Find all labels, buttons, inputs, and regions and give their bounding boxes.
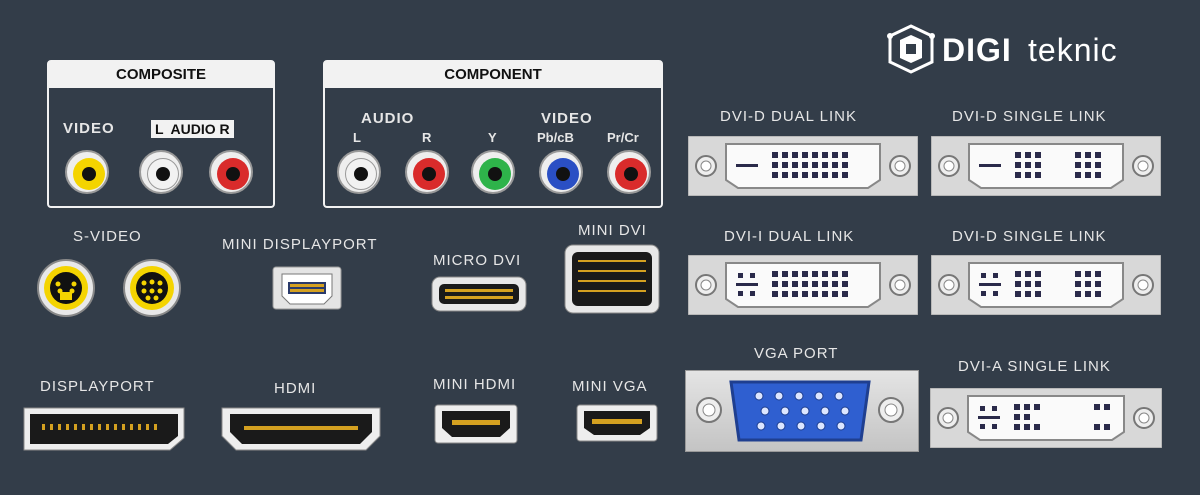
composite-video-label: VIDEO	[63, 120, 115, 137]
dvi-i-dual-label: DVI-I DUAL LINK	[724, 228, 855, 245]
component-panel: COMPONENT AUDIO VIDEO L R Y Pb/cB Pr/Cr	[323, 60, 663, 208]
dvi-a-single-label: DVI-A SINGLE LINK	[958, 358, 1111, 375]
component-sub-pb: Pb/cB	[537, 130, 574, 145]
vga-port	[696, 380, 904, 442]
mini-displayport-label: MINI DISPLAYPORT	[222, 236, 378, 253]
mini-vga-label: MINI VGA	[572, 378, 648, 395]
component-sub-y: Y	[488, 130, 498, 145]
vga-port-label: VGA PORT	[754, 345, 839, 358]
mini-displayport-port	[272, 266, 342, 310]
composite-audio-l-jack	[139, 150, 183, 194]
component-audio-label: AUDIO	[361, 110, 415, 127]
component-pb-jack	[539, 150, 583, 194]
hdmi-port	[221, 407, 381, 451]
hdmi-label: HDMI	[274, 380, 317, 397]
dvi-d-single-port-1	[931, 136, 1161, 196]
dvi-d-dual-label: DVI-D DUAL LINK	[720, 108, 857, 125]
dvi-d-single-label-1: DVI-D SINGLE LINK	[952, 108, 1107, 125]
component-video-label: VIDEO	[541, 110, 593, 127]
component-audio-l-jack	[337, 150, 381, 194]
dvi-d-single-port-2	[931, 255, 1161, 315]
composite-panel: COMPOSITE VIDEO L AUDIO R	[47, 60, 275, 208]
component-audio-r-jack	[405, 150, 449, 194]
composite-video-jack	[65, 150, 109, 194]
micro-dvi-label: MICRO DVI	[433, 252, 522, 269]
brand-name-bold: DIGI	[942, 32, 1012, 68]
mini-hdmi-port	[434, 404, 518, 444]
composite-audio-r-jack	[209, 150, 253, 194]
composite-title: COMPOSITE	[49, 62, 273, 88]
component-sub-l: L	[353, 130, 362, 145]
digiteknic-logo-icon	[887, 24, 935, 74]
displayport-port	[23, 407, 185, 451]
composite-audio-label: L AUDIO R	[151, 120, 234, 138]
mini-dvi-label: MINI DVI	[578, 222, 647, 239]
component-sub-pr: Pr/Cr	[607, 130, 639, 145]
displayport-label: DISPLAYPORT	[40, 378, 155, 395]
mini-vga-port	[576, 404, 658, 442]
component-title: COMPONENT	[325, 62, 661, 88]
mini-dvi-port	[564, 244, 660, 314]
svideo-port-2	[123, 259, 181, 317]
dvi-i-dual-port	[688, 255, 918, 315]
svideo-port-1	[37, 259, 95, 317]
component-y-jack	[471, 150, 515, 194]
brand-name-light: teknic	[1028, 32, 1118, 68]
micro-dvi-port	[431, 276, 527, 312]
dvi-a-single-port	[930, 388, 1162, 448]
mini-hdmi-label: MINI HDMI	[433, 376, 517, 393]
brand-logo: DIGI teknic	[884, 22, 1174, 78]
svideo-label: S-VIDEO	[73, 228, 142, 245]
component-pr-jack	[607, 150, 651, 194]
component-sub-r: R	[422, 130, 433, 145]
dvi-d-single-label-2: DVI-D SINGLE LINK	[952, 228, 1107, 245]
dvi-d-dual-port	[688, 136, 918, 196]
